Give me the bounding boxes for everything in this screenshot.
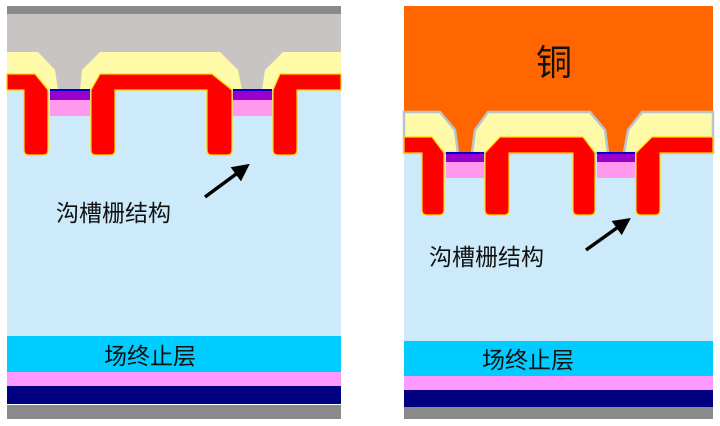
left-top-gray-layer: [7, 6, 341, 14]
right-arrow-icon: [584, 217, 631, 252]
right-trench-label: 沟槽栅结构: [429, 245, 544, 271]
left-gate-poly: [272, 73, 342, 156]
left-back-metal-navy: [7, 386, 341, 404]
right-body-contact: [597, 153, 635, 162]
right-body-contact: [446, 153, 484, 162]
right-collector-layer: [404, 376, 713, 390]
left-p-body: [233, 100, 272, 116]
right-p-body: [597, 162, 635, 178]
right-back-metal-gray: [404, 407, 713, 419]
right-p-body: [446, 162, 484, 178]
left-gate-poly: [90, 73, 233, 156]
left-trench-label: 沟槽栅结构: [56, 201, 171, 227]
right-structure: 铜 沟槽栅结构 场终止层: [402, 6, 715, 419]
left-gate-poly: [6, 73, 49, 156]
left-body-contact: [50, 90, 90, 100]
left-field-stop-label: 场终止层: [104, 344, 196, 370]
right-field-stop-label: 场终止层: [482, 348, 574, 374]
right-field-stop-layer: [404, 341, 713, 376]
left-p-body: [50, 100, 90, 116]
left-field-stop-layer: [7, 336, 341, 372]
right-drift-region: [404, 153, 713, 341]
right-gate-poly: [484, 136, 596, 216]
right-back-metal-navy: [404, 390, 713, 407]
left-back-metal-gray: [7, 405, 341, 419]
left-collector-layer: [7, 372, 341, 386]
left-arrow-icon: [203, 163, 250, 199]
left-body-contact: [233, 90, 272, 100]
right-gate-poly: [635, 136, 714, 216]
copper-label: 铜: [536, 43, 572, 84]
left-structure: 沟槽栅结构 场终止层: [6, 6, 342, 419]
right-gate-poly: [403, 136, 445, 216]
